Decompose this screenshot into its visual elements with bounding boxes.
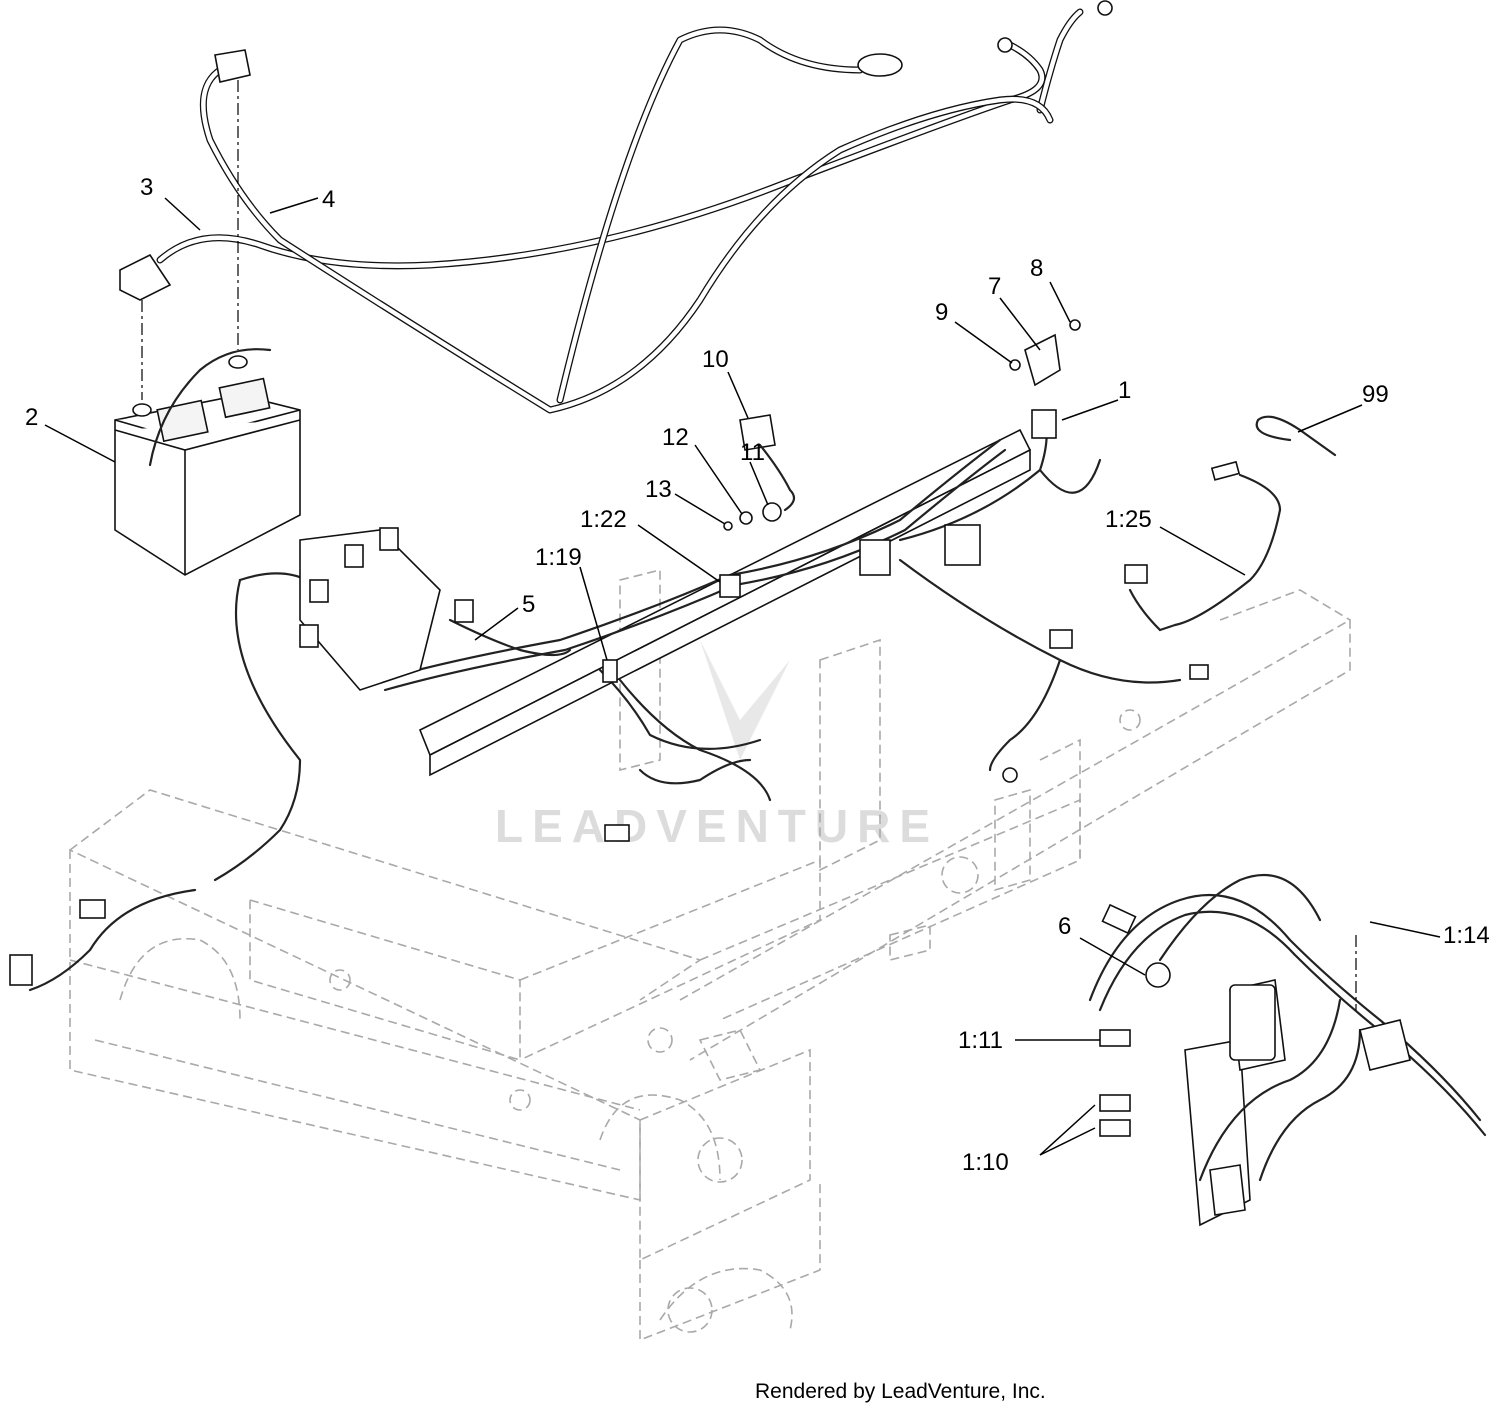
positive-terminal-clamp xyxy=(214,49,251,83)
callout-8: 8 xyxy=(1030,255,1043,282)
ring-terminal xyxy=(857,53,903,77)
battery-cables xyxy=(119,0,1113,414)
leader-lines xyxy=(44,197,1441,1156)
callout-13: 13 xyxy=(645,476,672,503)
battery xyxy=(114,348,301,576)
callout-9: 9 xyxy=(935,299,948,326)
callout-12: 12 xyxy=(662,424,689,451)
sub-harness-1-25 xyxy=(1124,460,1282,632)
ring-terminal-3 xyxy=(997,37,1013,53)
connector-1-19 xyxy=(602,659,618,683)
inset-detail xyxy=(1088,873,1487,1227)
wire-harness xyxy=(9,418,1209,992)
callouts: 1 2 3 4 5 6 7 8 9 10 11 12 13 99 1:10 1:… xyxy=(25,174,1490,1176)
ground-ring xyxy=(1002,767,1018,783)
connector-front xyxy=(604,824,630,842)
callout-1-14: 1:14 xyxy=(1443,922,1490,949)
grommet-6 xyxy=(1145,962,1171,988)
callout-1-11: 1:11 xyxy=(958,1027,1003,1054)
connector-far-right xyxy=(1189,664,1209,680)
callout-1: 1 xyxy=(1118,377,1131,404)
callout-7: 7 xyxy=(988,273,1001,300)
fuse-1-10a xyxy=(1099,1094,1131,1112)
fuse-1-10b xyxy=(1099,1119,1131,1137)
fuse-1-14 xyxy=(1101,903,1137,935)
callout-6: 6 xyxy=(1058,913,1071,940)
watermark-logo xyxy=(700,640,790,760)
fuse-1-11 xyxy=(1099,1029,1131,1047)
callout-1-10: 1:10 xyxy=(962,1149,1009,1176)
ground-cable-assembly xyxy=(723,414,796,531)
relay-bracket-assembly xyxy=(1009,319,1081,439)
callout-2: 2 xyxy=(25,404,38,431)
connector-right xyxy=(1049,629,1073,649)
callout-5: 5 xyxy=(522,591,535,618)
connector-1-22 xyxy=(719,574,741,598)
watermark-text: LEADVENTURE xyxy=(495,800,939,852)
callout-10: 10 xyxy=(702,346,729,373)
callout-1-19: 1:19 xyxy=(535,544,582,571)
sensor-plug xyxy=(9,954,33,986)
negative-terminal-boot xyxy=(119,253,172,301)
ring-terminal-2 xyxy=(1097,0,1113,16)
callout-4: 4 xyxy=(322,186,335,213)
watermark: LEADVENTURE xyxy=(495,640,939,852)
callout-99: 99 xyxy=(1362,381,1389,408)
relay-block xyxy=(944,524,981,566)
callout-1-25: 1:25 xyxy=(1105,506,1152,533)
callout-11: 11 xyxy=(740,439,765,466)
harness-clip xyxy=(859,539,891,576)
cable-tie xyxy=(1255,415,1337,457)
callout-1-22: 1:22 xyxy=(580,506,627,533)
footer-credit: Rendered by LeadVenture, Inc. xyxy=(755,1380,1046,1403)
sensor-connector xyxy=(79,899,106,919)
callout-3: 3 xyxy=(140,174,153,201)
chassis-frame xyxy=(69,568,1351,1342)
